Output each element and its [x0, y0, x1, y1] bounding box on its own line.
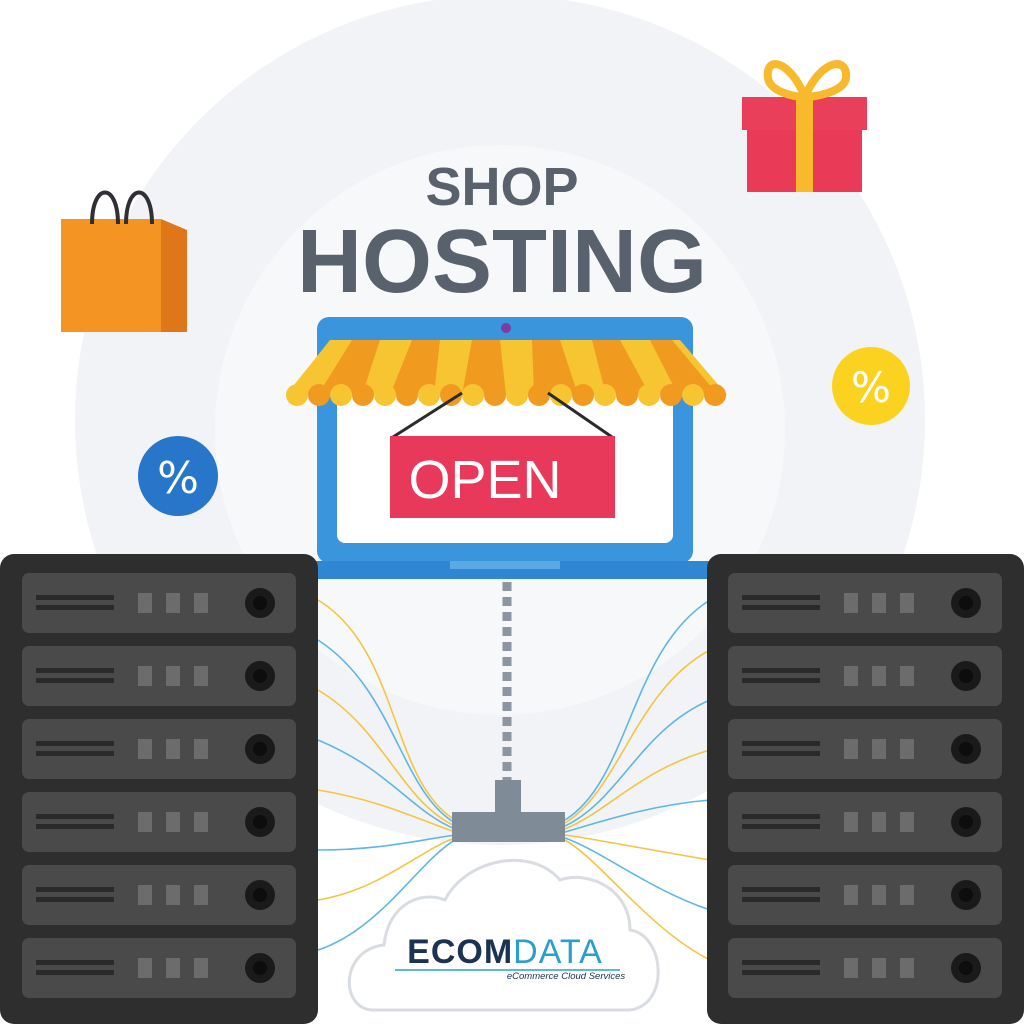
server-unit	[728, 573, 1002, 633]
server-unit	[22, 573, 296, 633]
open-sign-label: OPEN	[408, 450, 561, 510]
brand-name-part2: DATA	[513, 933, 603, 971]
server-unit	[22, 938, 296, 998]
brand-logo: ECOMDATA eCommerce Cloud Services	[395, 933, 625, 982]
server-unit	[22, 792, 296, 852]
page-title: SHOP HOSTING	[297, 157, 707, 312]
percent-badge-blue: %	[138, 436, 218, 516]
percent-badge-right-symbol: %	[851, 363, 891, 412]
server-unit	[22, 865, 296, 925]
percent-badge-icon	[138, 436, 218, 516]
gift-box-icon	[742, 60, 867, 192]
server-unit	[22, 719, 296, 779]
shopping-bag-icon	[61, 190, 187, 332]
server-unit	[728, 792, 1002, 852]
server-unit-list	[728, 573, 1002, 998]
title-line-shop: SHOP	[425, 157, 578, 217]
brand-name: ECOMDATA	[407, 933, 603, 971]
server-rack-left	[0, 554, 318, 1024]
laptop-storefront-icon: OPEN	[286, 317, 727, 579]
server-unit	[728, 938, 1002, 998]
open-sign: OPEN	[390, 391, 615, 518]
server-unit	[22, 646, 296, 706]
percent-badge-icon	[832, 347, 910, 425]
awning	[286, 340, 727, 406]
percent-badge-yellow: %	[832, 347, 910, 425]
brand-tagline: eCommerce Cloud Services	[507, 971, 626, 982]
server-unit	[728, 865, 1002, 925]
network-cables	[317, 599, 711, 961]
connector-hub	[452, 780, 565, 842]
title-line-hosting: HOSTING	[297, 212, 707, 312]
percent-badge-left-symbol: %	[157, 453, 199, 504]
server-unit	[728, 646, 1002, 706]
server-unit-list	[22, 573, 296, 998]
server-unit	[728, 719, 1002, 779]
server-rack-right	[707, 554, 1024, 1024]
brand-name-part1: ECOM	[407, 933, 513, 971]
cloud-icon	[348, 858, 660, 1012]
